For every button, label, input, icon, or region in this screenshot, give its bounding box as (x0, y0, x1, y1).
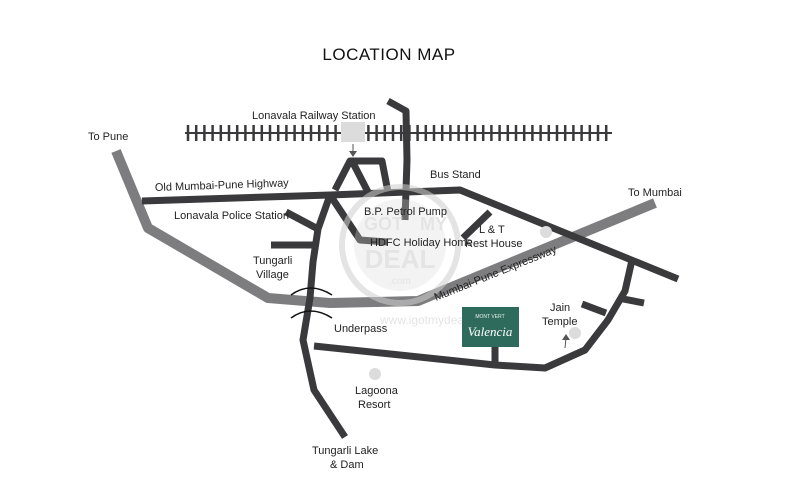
label-old-highway: Old Mumbai-Pune Highway (155, 177, 290, 194)
label-lt-line1: L & T (479, 224, 505, 236)
lagoona-resort-marker (369, 368, 381, 380)
label-to-mumbai: To Mumbai (628, 187, 682, 199)
label-bus-stand: Bus Stand (430, 169, 481, 181)
logo-name: Valencia (468, 324, 513, 339)
label-police-station: Lonavala Police Station (174, 210, 289, 222)
label-lake-line2: & Dam (330, 459, 364, 471)
watermark-text-2: MY (420, 214, 447, 234)
label-tungarli-line1: Tungarli (253, 255, 292, 267)
label-railway-station: Lonavala Railway Station (252, 110, 376, 122)
watermark-text-4: .com (389, 276, 411, 287)
arrow-down-icon (349, 151, 357, 157)
arrow-up-icon (562, 334, 570, 340)
label-tungarli-line2: Village (256, 269, 289, 281)
label-lake-line1: Tungarli Lake (312, 445, 378, 457)
label-petrol-pump: B.P. Petrol Pump (364, 206, 447, 218)
label-jain-line2: Temple (542, 316, 577, 328)
logo-small-text: MONT VERT (475, 314, 504, 320)
label-lagoona-line1: Lagoona (355, 385, 399, 397)
railway-line (185, 125, 612, 141)
watermark-text-3: DEAL (365, 244, 436, 274)
valencia-project-logo: MONT VERT Valencia (462, 307, 519, 347)
jain-temple-marker (569, 327, 581, 339)
underpass-marker (290, 287, 333, 319)
railway-station-marker (341, 122, 365, 142)
label-holiday-home: HDFC Holiday Home (370, 237, 473, 249)
label-to-pune: To Pune (88, 131, 128, 143)
label-lt-line2: Rest House (465, 238, 522, 250)
label-underpass: Underpass (334, 323, 388, 335)
watermark-text-1: GOT (364, 214, 403, 234)
road-network (141, 97, 680, 439)
label-lagoona-line2: Resort (358, 399, 390, 411)
lt-rest-house-marker (540, 226, 552, 238)
label-jain-line1: Jain (550, 302, 570, 314)
mumbai-pune-expressway-road (111, 149, 657, 308)
map-title: LOCATION MAP (322, 45, 455, 64)
